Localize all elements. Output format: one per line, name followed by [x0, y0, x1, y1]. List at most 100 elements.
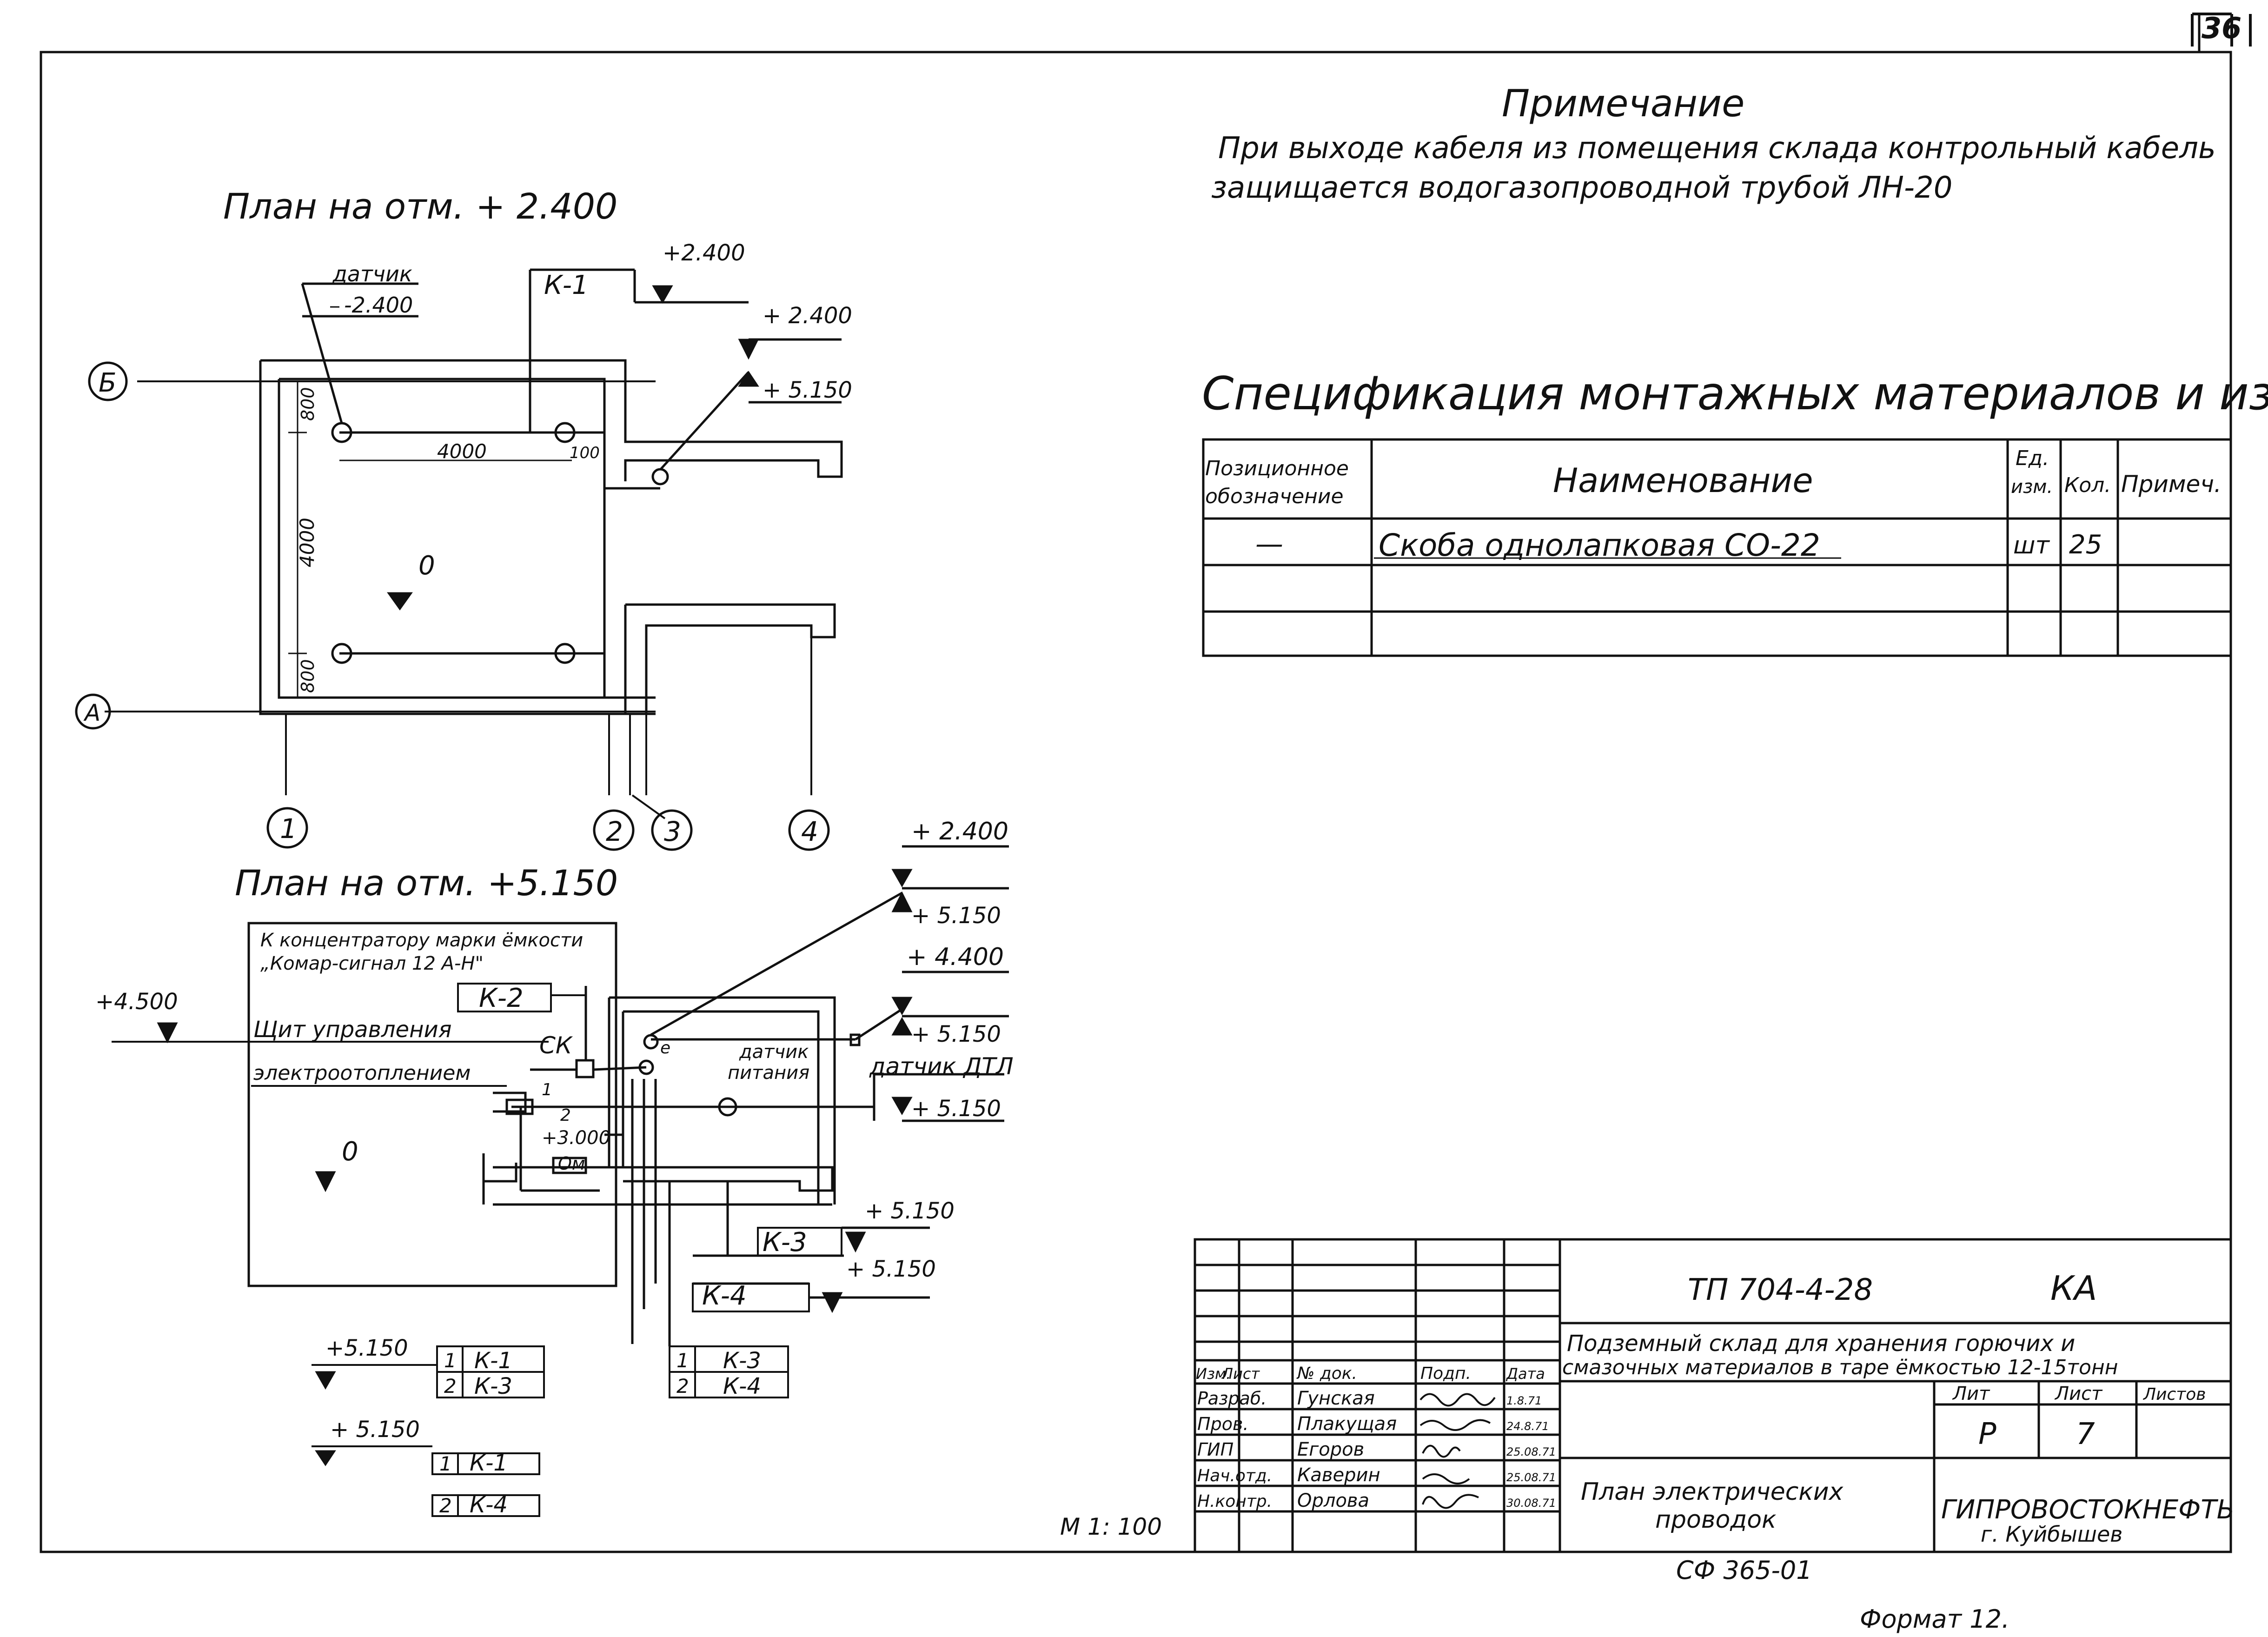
title-sheets-label: Листов [2142, 1385, 2206, 1404]
grid-axes [105, 380, 812, 819]
axis-label-a: А [83, 699, 100, 726]
staff-date-3: 25.08.71 [1506, 1445, 1556, 1458]
title-lit-label: Лит [1952, 1383, 1990, 1404]
lower-sensor-power-1: датчик [739, 1041, 809, 1063]
upper-floor-level: 0 [418, 551, 435, 581]
spec-header-qty: Кол. [2064, 473, 2111, 497]
upper-sensor-label: датчик [332, 261, 412, 286]
lower-num-e: е [660, 1038, 670, 1058]
group3-row1-num: 1 [439, 1452, 452, 1475]
upper-dim-100: 100 [570, 444, 600, 462]
upper-level-a: + 2.400 [763, 303, 852, 329]
title-sheet-value: 7 [2076, 1417, 2095, 1451]
note-title: Примечание [1502, 82, 1744, 125]
lower-level-4400: + 4.400 [907, 943, 1004, 971]
group2-row2-num: 2 [676, 1375, 689, 1397]
upper-cable-k1: К-1 [544, 270, 589, 300]
staff-role-4: Нач.отд. [1197, 1466, 1272, 1485]
axis-label-b: Б [99, 368, 116, 398]
spec-header-unit-2: изм. [2011, 476, 2053, 498]
upper-sensor-level: -2.400 [344, 293, 413, 318]
group3-level: + 5.150 [330, 1417, 420, 1443]
upper-level-markers [330, 285, 759, 611]
lower-level-markers [157, 869, 913, 1466]
staff-name-1: Гунская [1297, 1388, 1375, 1409]
staff-date-2: 24.8.71 [1506, 1420, 1549, 1433]
staff-date-4: 25.08.71 [1506, 1471, 1556, 1484]
spec-header-name: Наименование [1553, 461, 1813, 500]
lower-panel-1: Щит управления [253, 1017, 452, 1043]
spec-header-note: Примеч. [2121, 471, 2222, 498]
staff-role-5: Н.контр. [1197, 1492, 1272, 1511]
title-col-sign: Подп. [1420, 1364, 1471, 1383]
lower-plan-title: План на отм. +5.150 [235, 862, 618, 904]
lower-sensor-power-2: питания [728, 1062, 809, 1084]
lower-level-5150-c: + 5.150 [911, 1096, 1001, 1122]
note-line-2: защищается водогазопроводной трубой ЛН-2… [1211, 171, 1952, 205]
lower-panel-2: электроотоплением [253, 1061, 471, 1085]
axis-label-4: 4 [801, 816, 818, 847]
staff-name-2: Плакущая [1297, 1413, 1397, 1435]
spec-row-qty: 25 [2069, 530, 2102, 560]
spec-row-name: Скоба однолапковая СО-22 [1379, 527, 1820, 563]
axis-label-1: 1 [280, 813, 297, 845]
lower-cable-k4: К-4 [702, 1281, 747, 1311]
album-code: СФ 365-01 [1676, 1556, 1812, 1585]
lower-level-5150-a: + 5.150 [911, 903, 1001, 929]
staff-date-5: 30.08.71 [1506, 1497, 1556, 1510]
lower-concentrator-2: „Комар-сигнал 12 А-Н" [260, 953, 484, 974]
title-col-list: Лист [1221, 1365, 1260, 1383]
staff-name-3: Егоров [1297, 1439, 1364, 1460]
signatures [1419, 1393, 1496, 1509]
group3-row2-cable: К-4 [470, 1492, 508, 1518]
staff-role-2: Пров. [1197, 1414, 1248, 1434]
group2-row2-cable: К-4 [723, 1373, 761, 1399]
axis-label-2: 2 [606, 816, 623, 847]
group1-row2-cable: К-3 [474, 1373, 512, 1399]
spec-header-pos-1: Позиционное [1205, 457, 1349, 480]
corner-mark [2191, 13, 2252, 47]
title-org-1: ГИПРОВОСТОКНЕФТЬ [1941, 1495, 2235, 1525]
lower-level-5150-b: + 5.150 [911, 1021, 1001, 1047]
spec-title: Спецификация монтажных материалов и изде… [1202, 367, 2268, 420]
lower-num-2: 2 [560, 1106, 571, 1125]
lower-ck: СК [539, 1032, 573, 1059]
staff-name-5: Орлова [1297, 1490, 1369, 1511]
lower-level-5150-k3: + 5.150 [865, 1198, 955, 1224]
lower-concentrator-1: К концентратору марки ёмкости [260, 930, 583, 951]
title-block-grid [1194, 1238, 2232, 1553]
title-col-date: Дата [1505, 1365, 1545, 1383]
lower-om: Ом [558, 1153, 585, 1174]
title-drawing-1: План электрических [1581, 1478, 1844, 1506]
lower-level-4500: +4.500 [95, 989, 178, 1015]
spec-row-unit: шт [2013, 532, 2050, 559]
lower-level-2400: + 2.400 [911, 818, 1008, 845]
title-org-2: г. Куйбышев [1981, 1522, 2122, 1547]
group1-level: +5.150 [325, 1335, 408, 1361]
group2-row1-num: 1 [676, 1349, 689, 1372]
group2-row1-cable: К-3 [723, 1348, 761, 1374]
lower-level-3000: +3.000 [542, 1127, 610, 1149]
spec-row-pos: — [1255, 528, 1283, 560]
sheet-frame [40, 51, 2232, 1553]
lower-plan-walls [247, 922, 836, 1287]
upper-dim-4000-h: 4000 [437, 440, 487, 463]
group1-row1-cable: К-1 [474, 1348, 512, 1374]
axis-bubbles [75, 361, 830, 851]
upper-plan-title: План на отм. + 2.400 [223, 186, 617, 227]
title-lit-value: Р [1978, 1417, 1996, 1451]
staff-role-1: Разраб. [1197, 1388, 1267, 1409]
corner-number: 36 [2202, 11, 2241, 45]
title-project-1: Подземный склад для хранения горючих и [1567, 1331, 2075, 1357]
cable-group-frames [312, 1345, 789, 1517]
upper-level-top: +2.400 [663, 240, 745, 266]
group1-row1-num: 1 [444, 1349, 457, 1372]
staff-name-4: Каверин [1297, 1464, 1380, 1486]
lower-labels-frames [112, 983, 842, 1312]
drawing-scale: М 1: 100 [1060, 1513, 1162, 1540]
note-line-1: При выходе кабеля из помещения склада ко… [1218, 131, 2216, 166]
upper-dim-800-top: 800 [298, 387, 318, 421]
upper-dim-800-bottom: 800 [298, 659, 318, 693]
lower-level-5150-k4: + 5.150 [846, 1256, 936, 1282]
